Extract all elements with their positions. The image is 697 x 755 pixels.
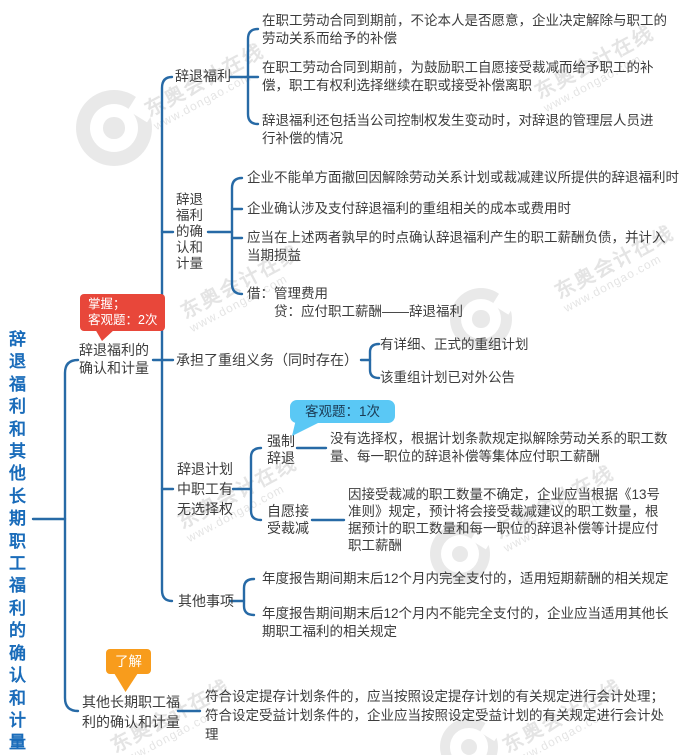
root-title: 辞退福利和其他长期职工福利的确认和计量 [9, 330, 26, 753]
objective-question-badge: 客观题：1次 [290, 400, 396, 423]
node-voluntary-reduction: 自愿接 受裁减 [267, 503, 309, 536]
leaf-other-matters-1: 年度报告期间期末后12个月内完全支付的，适用短期薪酬的相关规定 [262, 571, 669, 586]
leaf-recognition-3: 应当在上述两者孰早的时点确认辞退福利产生的职工薪酬负债，并计入 当期损益 [247, 230, 666, 263]
node-recognition-measurement: 辞退 福利 的确 认和 计量 [176, 192, 203, 271]
understand-badge: 了解 [106, 649, 151, 674]
leaf-forced-termination-desc: 没有选择权，根据计划条款规定拟解除劳动关系的职工数 量、每一职位的辞退补偿等集体… [330, 431, 668, 464]
leaf-recognition-2: 企业确认涉及支付辞退福利的重组相关的成本或费用时 [247, 201, 571, 216]
leaf-recognition-journal-entry: 借：管理费用 贷：应付职工薪酬——辞退福利 [247, 286, 463, 319]
mastery-badge: 掌握； 客观题：2次 [80, 294, 166, 331]
leaf-other-longterm-benefits-desc: 符合设定提存计划条件的，应当按照设定提存计划的有关规定进行会计处理； 符合设定受… [205, 689, 664, 742]
node-employee-choice: 辞退计划 中职工有 无选择权 [177, 461, 233, 517]
leaf-restructure-2: 该重组计划已对外公告 [380, 370, 515, 385]
leaf-definition-1: 在职工劳动合同到期前，不论本人是否愿意，企业决定解除与职工的 劳动关系而给予的补… [262, 13, 667, 46]
node-other-matters: 其他事项 [178, 593, 234, 609]
leaf-recognition-1: 企业不能单方面撤回因解除劳动关系计划或裁减建议所提供的辞退福利时 [247, 170, 679, 185]
node-termination-benefits-recognition: 辞退福利的 确认和计量 [79, 342, 149, 376]
node-other-longterm-benefits: 其他长期职工福 利的确认和计量 [82, 694, 180, 730]
leaf-voluntary-reduction-desc: 因接受裁减的职工数量不确定，企业应当根据《13号 准则》规定，预计将会接受裁减建… [348, 487, 661, 553]
leaf-restructure-1: 有详细、正式的重组计划 [380, 337, 529, 352]
node-restructure-obligation: 承担了重组义务（同时存在） [176, 352, 358, 368]
leaf-definition-3: 辞退福利还包括当公司控制权发生变动时，对辞退的管理层人员进 行补偿的情况 [262, 113, 654, 146]
node-termination-benefits: 辞退福利 [175, 68, 231, 84]
node-forced-termination: 强制 辞退 [267, 433, 295, 466]
leaf-definition-2: 在职工劳动合同到期前，为鼓励职工自愿接受裁减而给予职工的补 偿，职工有权利选择继… [262, 60, 654, 93]
leaf-other-matters-2: 年度报告期间期末后12个月内不能完全支付的，企业应当适用其他长 期职工福利的相关… [262, 606, 669, 639]
